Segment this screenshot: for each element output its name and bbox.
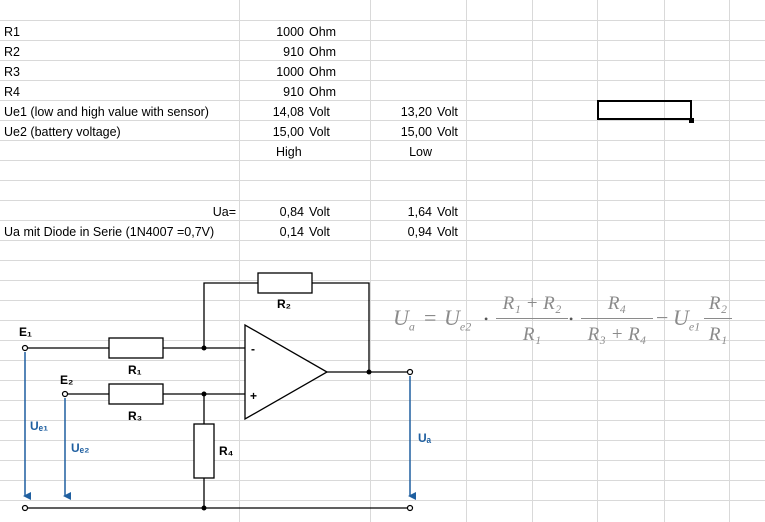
- cell-value[interactable]: 910: [283, 85, 304, 99]
- cell-label[interactable]: Ua=: [212, 205, 236, 219]
- resistor-r1: [108, 337, 164, 359]
- resistor-r2: [257, 272, 313, 294]
- fraction-1-bar: [496, 318, 568, 319]
- terminal-ground-right: [406, 504, 414, 512]
- cell-value[interactable]: 14,08: [272, 105, 304, 119]
- opamp-triangle: [244, 323, 329, 421]
- cell-label[interactable]: Ue1 (low and high value with sensor): [4, 105, 209, 119]
- fraction-2-numerator: R₄: [607, 293, 627, 314]
- node-dot: [366, 369, 372, 375]
- cell-unit[interactable]: Ohm: [309, 65, 337, 79]
- label-e1: E₁: [19, 325, 32, 339]
- formula-eq: =: [424, 305, 437, 330]
- cell-value[interactable]: 0,14: [279, 225, 304, 239]
- cell-label[interactable]: Ue2 (battery voltage): [4, 125, 121, 139]
- cell-unit-2[interactable]: Volt: [437, 105, 458, 119]
- fraction-3-bar: [704, 318, 732, 319]
- label-r4: R₄: [219, 444, 234, 458]
- fraction-2-denominator: R₃ + R₄: [587, 324, 647, 345]
- cell-unit[interactable]: Volt: [309, 125, 330, 139]
- cell-value-2[interactable]: 15,00: [400, 125, 432, 139]
- cell-value[interactable]: 910: [283, 45, 304, 59]
- selected-cell[interactable]: [597, 100, 692, 120]
- cell-label[interactable]: R3: [4, 65, 20, 79]
- node-dot: [201, 505, 207, 511]
- terminal-e2: [61, 390, 69, 398]
- cell-value[interactable]: 1000: [276, 65, 304, 79]
- cell-unit[interactable]: Ohm: [309, 25, 337, 39]
- terminal-ground-left: [21, 504, 29, 512]
- cell-label[interactable]: R2: [4, 45, 20, 59]
- fraction-3-numerator: R₂: [708, 293, 728, 314]
- label-ua: Uₐ: [418, 431, 432, 445]
- label-e2: E₂: [60, 373, 73, 387]
- label-r1: R₁: [128, 363, 142, 377]
- formula-ue1: Ue1: [673, 305, 701, 334]
- label-plus: +: [250, 389, 257, 403]
- formula-dot-1: •: [484, 312, 489, 326]
- label-r2: R₂: [277, 297, 291, 311]
- cell-unit[interactable]: Ohm: [309, 85, 337, 99]
- label-r3: R₃: [128, 409, 142, 423]
- cell-value[interactable]: 15,00: [272, 125, 304, 139]
- cell-unit[interactable]: Ohm: [309, 45, 337, 59]
- fraction-1-denominator: R₁: [522, 324, 542, 345]
- resistor-r4: [193, 423, 215, 479]
- cell-value-2[interactable]: 13,20: [400, 105, 432, 119]
- formula-ue2: Ue2: [444, 305, 472, 334]
- cell-value[interactable]: 0,84: [279, 205, 304, 219]
- cell-value[interactable]: 1000: [276, 25, 304, 39]
- fraction-1-numerator: R₁ + R₂: [502, 293, 562, 314]
- cell-value-2[interactable]: 0,94: [407, 225, 432, 239]
- cell-low-label[interactable]: Low: [409, 145, 432, 159]
- resistor-r3: [108, 383, 164, 405]
- cell-unit-2[interactable]: Volt: [437, 125, 458, 139]
- formula-dot-2: •: [569, 312, 574, 326]
- cell-label[interactable]: R1: [4, 25, 20, 39]
- terminal-e1: [21, 344, 29, 352]
- cell-high-label[interactable]: High: [276, 145, 302, 159]
- node-dot: [201, 345, 207, 351]
- cell-unit[interactable]: Volt: [309, 105, 330, 119]
- cell-unit-2[interactable]: Volt: [437, 205, 458, 219]
- label-ue1: Uₑ₁: [30, 419, 48, 433]
- cell-unit[interactable]: Volt: [309, 225, 330, 239]
- node-dot: [201, 391, 207, 397]
- label-minus: -: [251, 342, 255, 356]
- circuit-wires: [25, 282, 410, 509]
- cell-unit-2[interactable]: Volt: [437, 225, 458, 239]
- fraction-2-bar: [581, 318, 653, 319]
- cell-unit[interactable]: Volt: [309, 205, 330, 219]
- terminal-ua: [406, 368, 414, 376]
- cell-label[interactable]: Ua mit Diode in Serie (1N4007 =0,7V): [4, 225, 215, 239]
- formula-minus: −: [656, 305, 669, 330]
- cell-value-2[interactable]: 1,64: [407, 205, 432, 219]
- fraction-3-denominator: R₁: [708, 324, 728, 345]
- formula-ua: Ua: [393, 305, 415, 334]
- label-ue2: Uₑ₂: [71, 441, 90, 455]
- fill-handle[interactable]: [689, 118, 694, 123]
- cell-label[interactable]: R4: [4, 85, 20, 99]
